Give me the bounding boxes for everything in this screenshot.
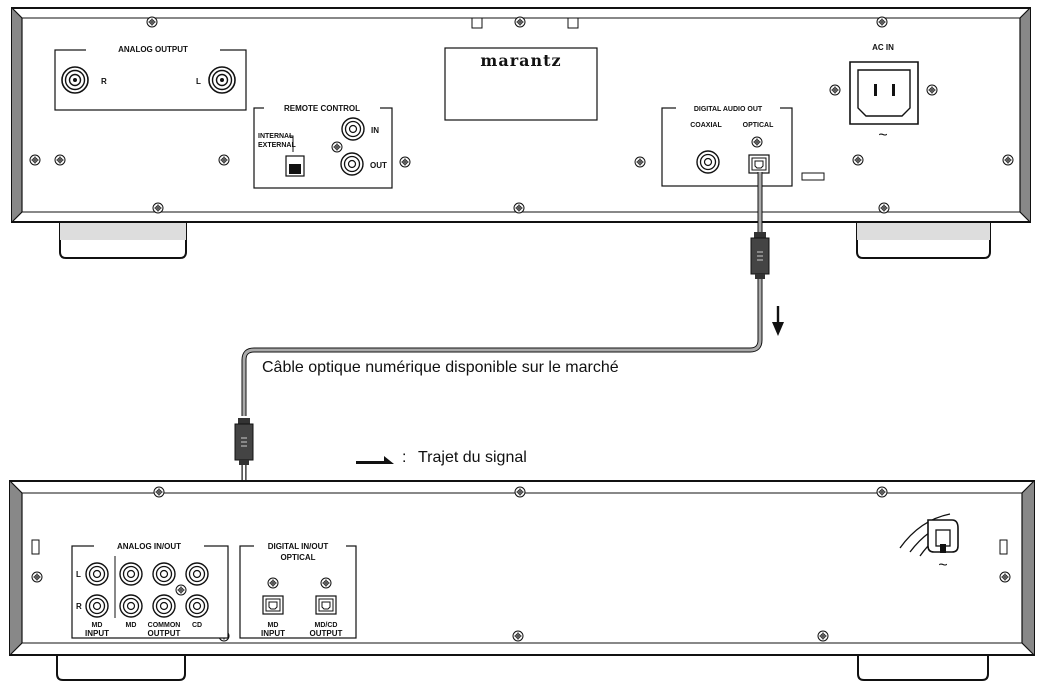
foot — [857, 654, 989, 681]
brand-logo: marantz — [480, 51, 561, 70]
common-label: COMMON — [148, 622, 181, 629]
signal-legend: : Trajet du signal — [356, 449, 527, 466]
top-unit-rear-panel: ANALOG OUTPUT R L marantz REMOTE CONTROL… — [11, 7, 1031, 259]
common-output-l-jack[interactable] — [152, 562, 176, 586]
analog-output-l-jack[interactable] — [208, 66, 236, 94]
cd-output-r-jack[interactable] — [185, 594, 209, 618]
cd-output-l-jack[interactable] — [185, 562, 209, 586]
ac-symbol: ~ — [878, 127, 887, 144]
md-output-r-jack[interactable] — [119, 594, 143, 618]
digital-inout-title: DIGITAL IN/OUT — [268, 542, 329, 551]
analog-output-r-jack[interactable] — [61, 66, 89, 94]
digital-input-label: INPUT — [261, 629, 285, 638]
remote-internal-label: INTERNAL — [258, 133, 294, 140]
input-label: INPUT — [85, 629, 109, 638]
remote-out-jack[interactable] — [340, 152, 364, 176]
md-optical-input-port[interactable] — [262, 595, 284, 615]
md-output-label: MD — [126, 622, 137, 629]
digital-audio-out-title: DIGITAL AUDIO OUT — [694, 106, 763, 113]
foot — [56, 654, 186, 681]
cable-caption: Câble optique numérique disponible sur l… — [262, 359, 619, 376]
md-input-label: MD — [92, 622, 103, 629]
bottom-unit-rear-panel: ANALOG IN/OUT L R MD INPUT MD COMMON CD … — [9, 480, 1035, 681]
ac-in-section: AC IN ~ — [829, 43, 938, 144]
cd-label: CD — [192, 622, 202, 629]
md-input-l-jack[interactable] — [85, 562, 109, 586]
remote-external-label: EXTERNAL — [258, 142, 296, 149]
remote-in-jack[interactable] — [341, 117, 365, 141]
digital-md-label: MD — [268, 622, 279, 629]
optical-out-port[interactable] — [748, 154, 770, 174]
coaxial-jack[interactable] — [696, 150, 720, 174]
signal-legend-separator: : — [402, 449, 406, 466]
analog-output-l-label: L — [196, 77, 201, 86]
ac-inlet[interactable] — [857, 69, 911, 117]
brand-plate: marantz — [444, 47, 598, 121]
md-output-l-jack[interactable] — [119, 562, 143, 586]
analog-inout-section: ANALOG IN/OUT L R MD INPUT MD COMMON CD … — [71, 541, 229, 639]
digital-optical-title: OPTICAL — [280, 553, 315, 562]
digital-inout-section: DIGITAL IN/OUT OPTICAL MD INPUT MD/CD OU… — [239, 541, 357, 639]
coaxial-label: COAXIAL — [690, 122, 722, 129]
analog-l-label: L — [76, 570, 81, 579]
signal-legend-text: Trajet du signal — [418, 449, 527, 466]
digital-audio-out-section: DIGITAL AUDIO OUT COAXIAL OPTICAL — [661, 103, 825, 187]
analog-inout-title: ANALOG IN/OUT — [117, 542, 181, 551]
common-output-r-jack[interactable] — [152, 594, 176, 618]
analog-output-section: ANALOG OUTPUT R L — [54, 45, 247, 111]
remote-control-section: REMOTE CONTROL INTERNAL EXTERNAL IN OUT — [253, 103, 393, 189]
signal-legend-arrow-icon — [356, 456, 394, 464]
power-cord: ~ — [899, 513, 959, 574]
signal-direction-arrow — [772, 306, 784, 336]
remote-out-label: OUT — [370, 161, 387, 170]
cable-plug-bottom — [234, 417, 254, 466]
output-label: OUTPUT — [148, 629, 181, 638]
ac-in-label: AC IN — [872, 43, 894, 52]
remote-control-title: REMOTE CONTROL — [284, 104, 360, 113]
power-symbol: ~ — [938, 557, 947, 574]
md-input-r-jack[interactable] — [85, 594, 109, 618]
digital-mdcd-label: MD/CD — [315, 622, 338, 629]
digital-output-label: OUTPUT — [310, 629, 343, 638]
analog-output-r-label: R — [101, 77, 107, 86]
optical-label: OPTICAL — [743, 122, 774, 129]
analog-output-title: ANALOG OUTPUT — [118, 45, 188, 54]
mdcd-optical-output-port[interactable] — [315, 595, 337, 615]
analog-r-label: R — [76, 602, 82, 611]
cable-plug-top — [750, 231, 770, 280]
remote-in-label: IN — [371, 126, 379, 135]
